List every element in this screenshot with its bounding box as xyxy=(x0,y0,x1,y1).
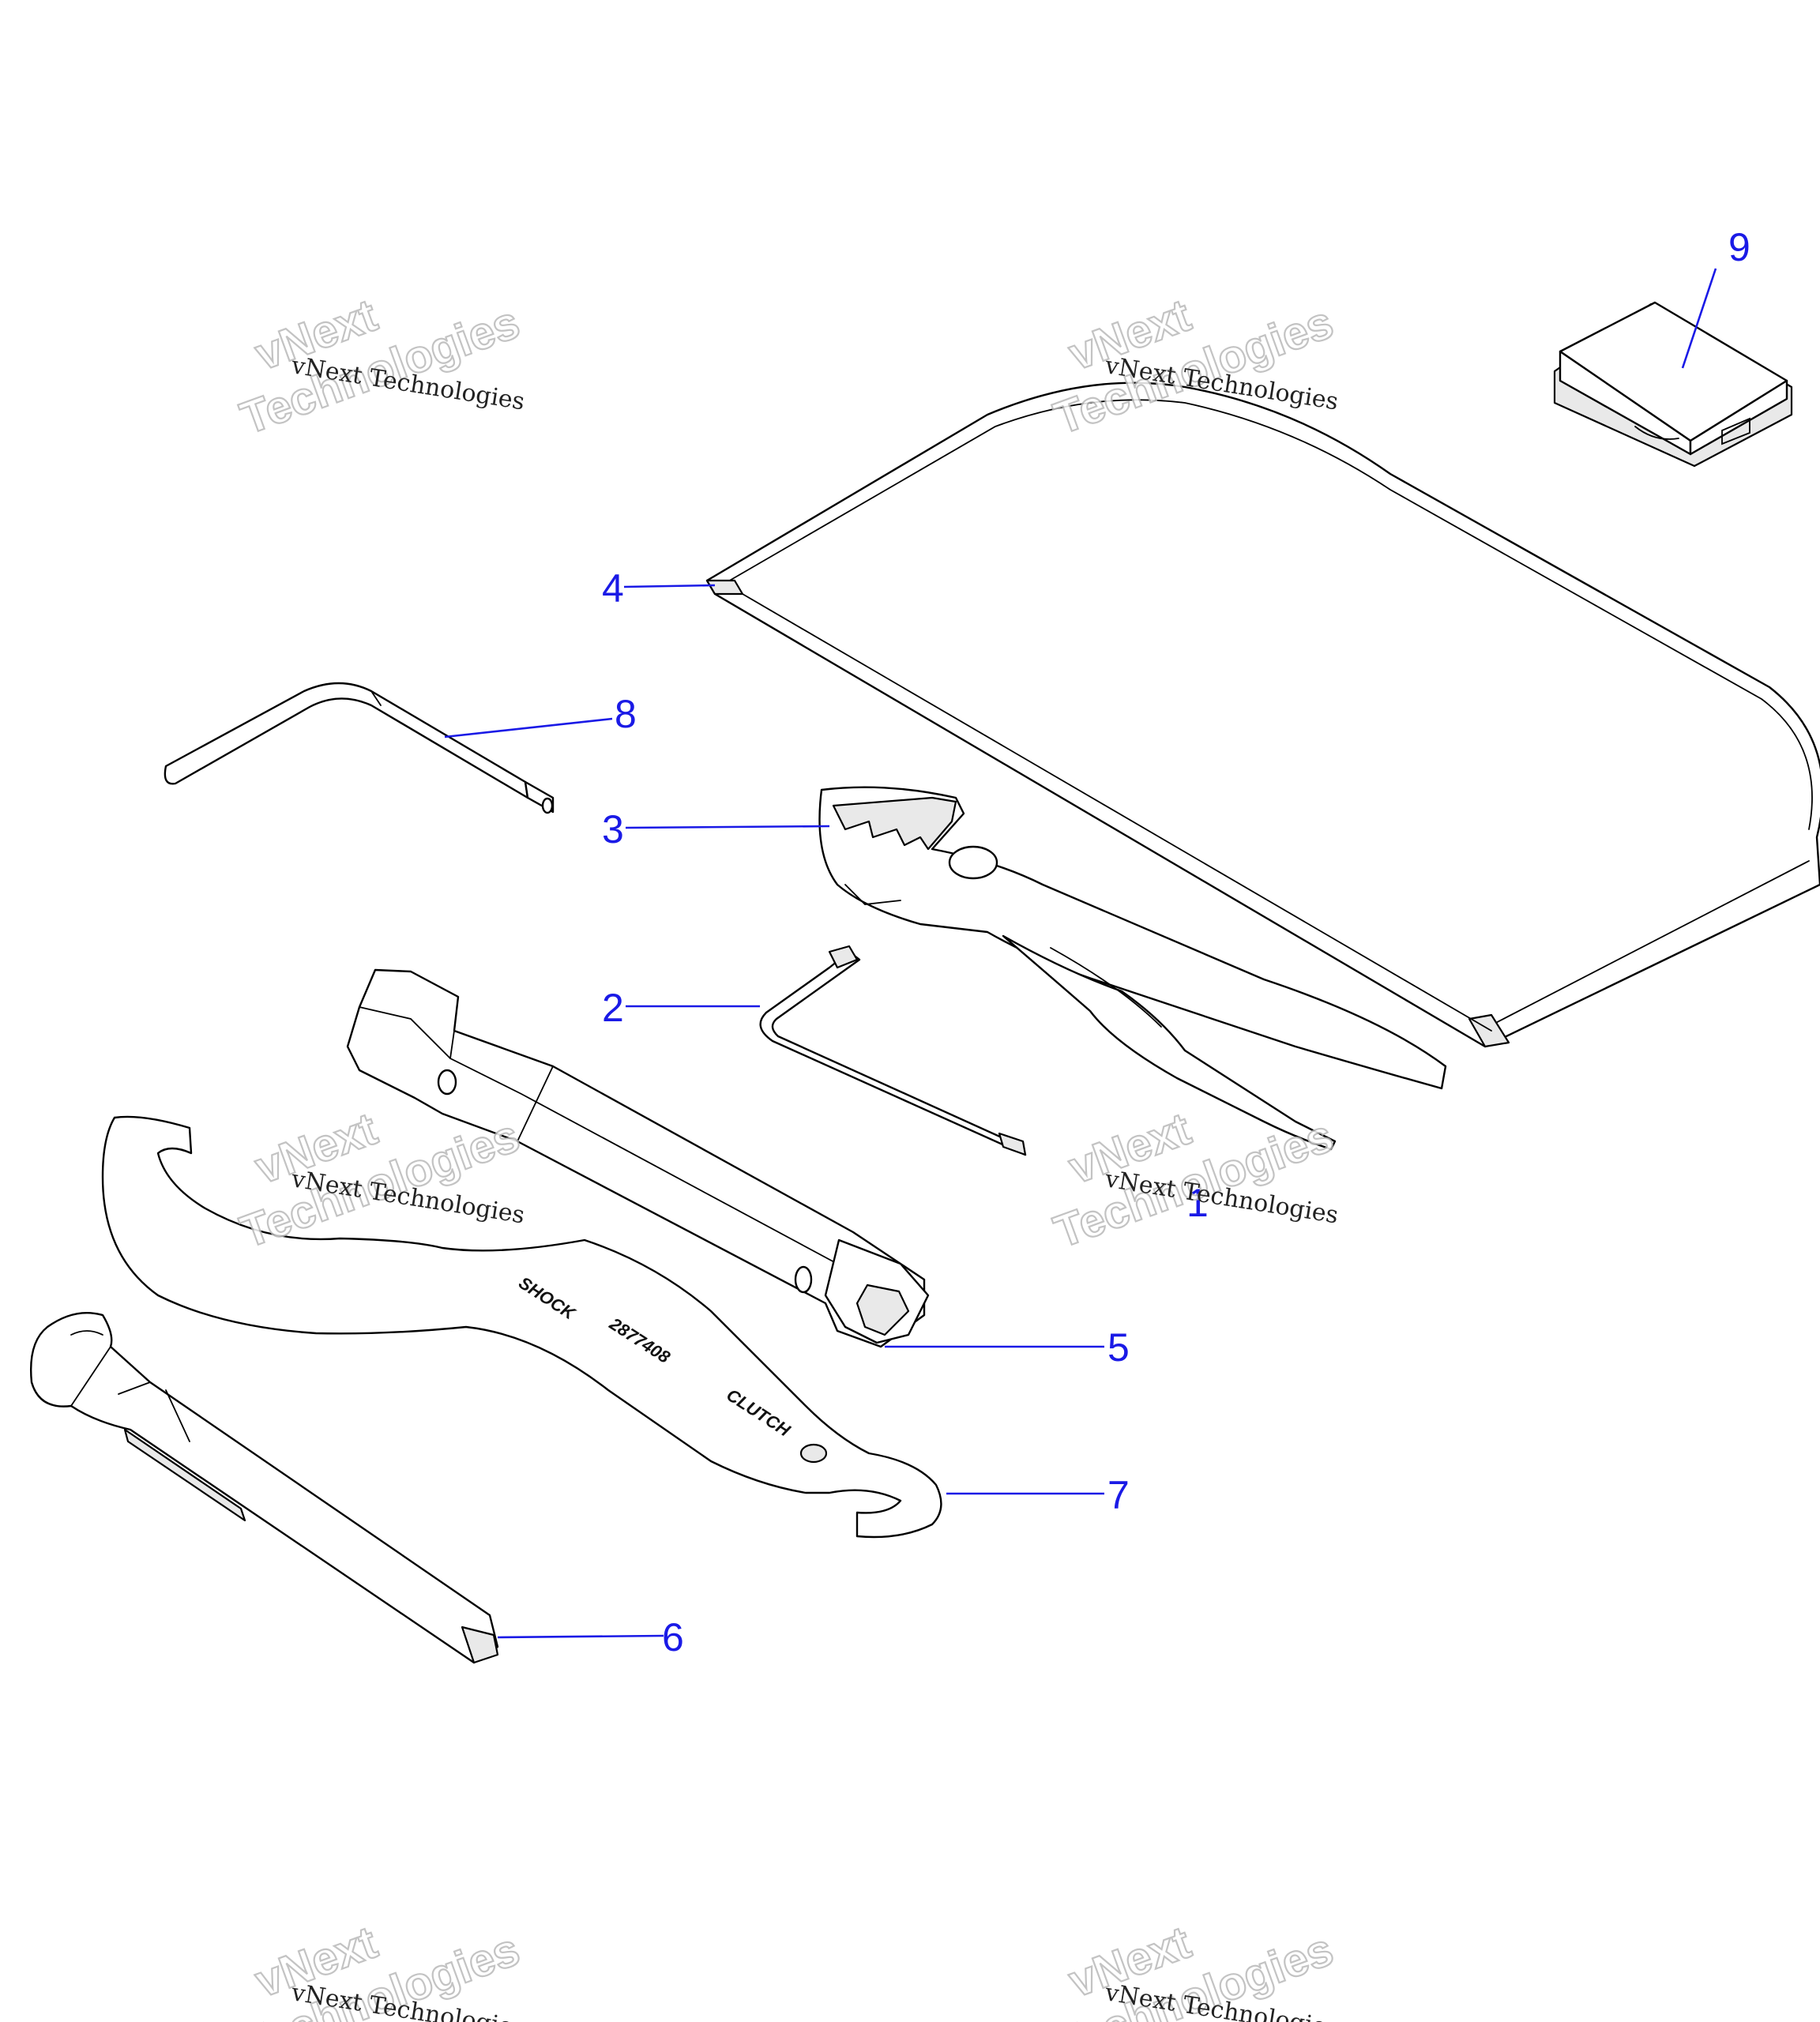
callout-7[interactable]: 7 xyxy=(1107,1473,1130,1517)
watermark-top-left: vNext Technologies xyxy=(233,288,527,445)
callout-9[interactable]: 9 xyxy=(1728,225,1750,269)
part-2-torx-key-small[interactable] xyxy=(759,945,1027,1156)
callout-3[interactable]: 3 xyxy=(602,807,624,851)
part-9-pouch[interactable] xyxy=(1553,301,1793,468)
callout-4[interactable]: 4 xyxy=(602,566,624,611)
leader-8 xyxy=(444,717,613,739)
leader-lines xyxy=(444,268,1717,1639)
leader-4 xyxy=(623,584,716,588)
leader-6 xyxy=(497,1634,664,1639)
part-7-spanner-wrench[interactable]: SHOCK 2877408 CLUTCH xyxy=(101,1115,942,1539)
callout-numbers: 1 2 3 4 5 6 7 8 9 xyxy=(602,225,1750,1659)
callout-2[interactable]: 2 xyxy=(602,986,624,1030)
part-8-hex-key-large[interactable] xyxy=(164,682,555,814)
part-6-driver-handle[interactable] xyxy=(30,1312,499,1664)
callout-8[interactable]: 8 xyxy=(615,692,637,736)
leader-3 xyxy=(625,825,830,829)
part-4-tool-roll[interactable] xyxy=(705,381,1820,1048)
callout-5[interactable]: 5 xyxy=(1107,1325,1130,1370)
leader-9 xyxy=(1681,268,1717,369)
watermark-middle-right: vNext Technologies xyxy=(1047,1102,1341,1258)
callout-1[interactable]: 1 xyxy=(1186,1181,1209,1225)
part-5-spark-plug-wrench[interactable] xyxy=(346,968,930,1348)
callout-6[interactable]: 6 xyxy=(662,1615,684,1659)
part-3-pliers[interactable] xyxy=(818,786,1447,1151)
